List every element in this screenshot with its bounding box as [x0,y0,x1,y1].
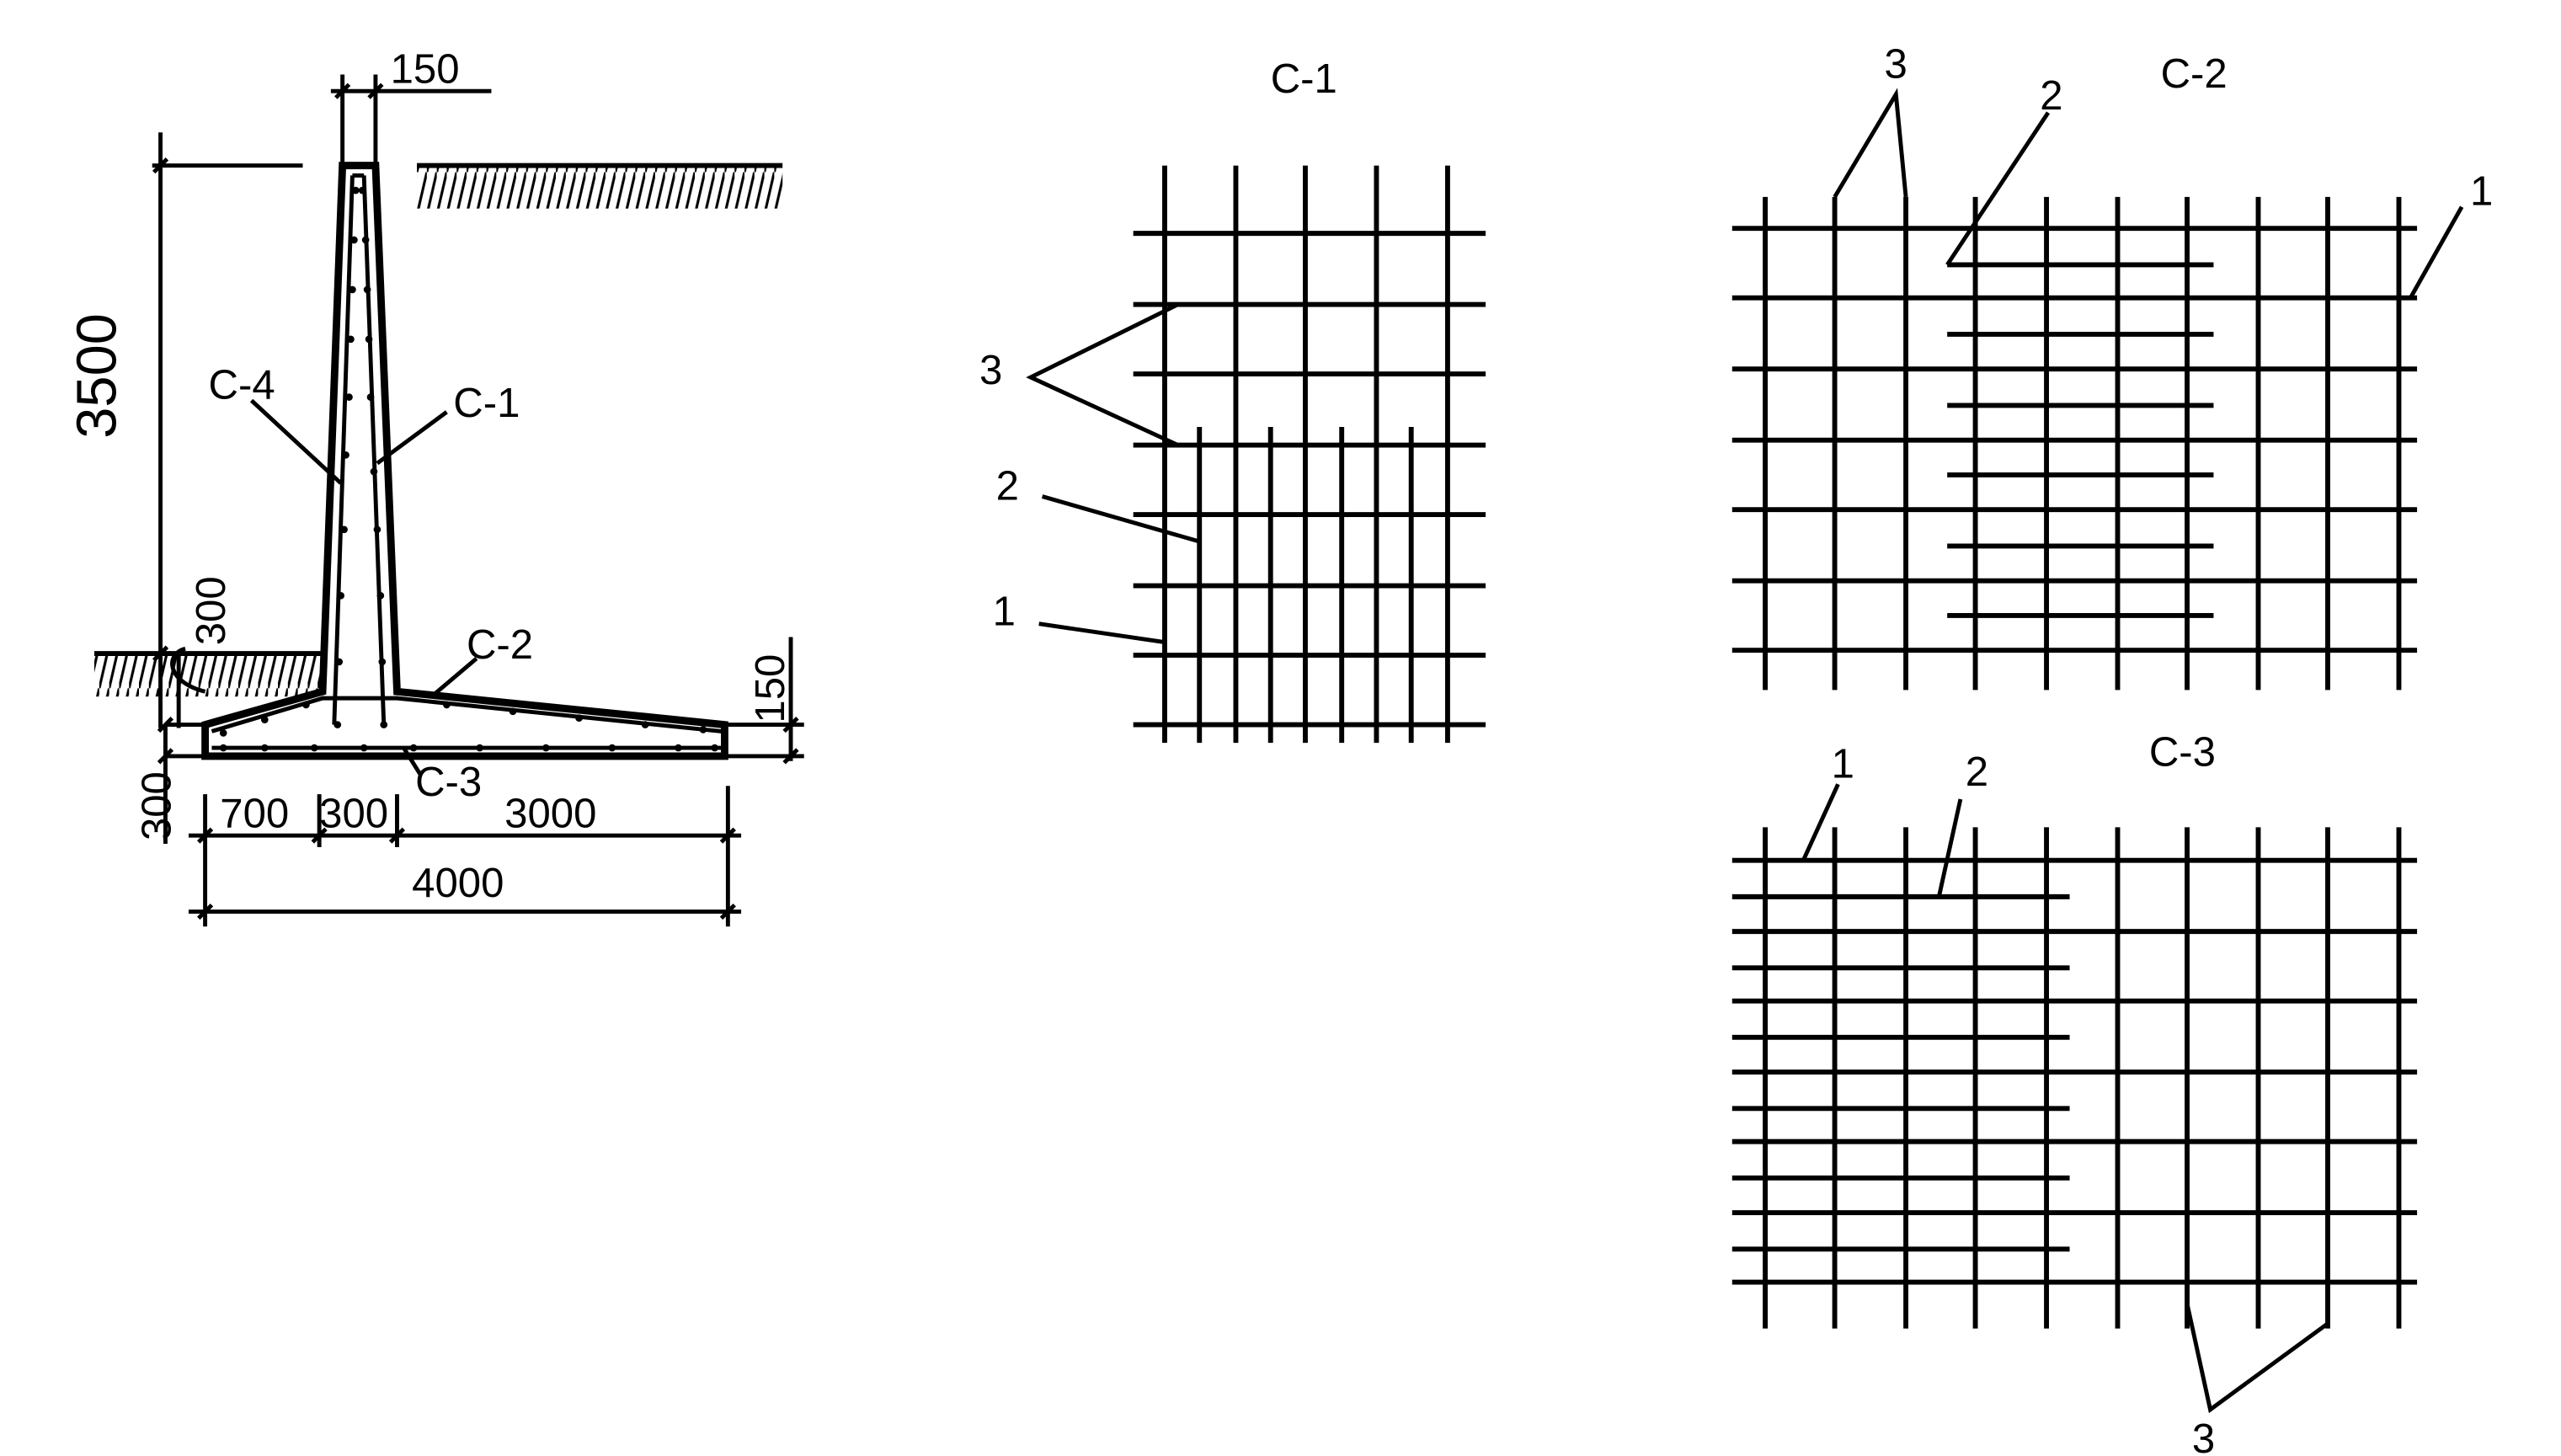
mesh-c2-title: С-2 [2161,51,2228,97]
mesh-c3: С-3 1 2 3 [1731,730,2418,1456]
mesh-c2-callout-1: 1 [2470,169,2493,215]
dim-tick [197,827,214,844]
dim-3000: 3000 [504,791,596,836]
mesh-c3-callout-3: 3 [2192,1416,2215,1456]
leader-c1 [376,410,448,466]
wall-section: 150 3500 300 300 150 [67,46,804,927]
dim-tick [311,827,328,844]
mesh-c1-horizontal-bars [1133,231,1486,728]
mesh-c1-title: С-1 [1271,56,1337,102]
leader-c2 [432,657,478,697]
dim-tick [719,903,736,920]
label-c1: С-1 [453,381,520,426]
dim-tick [719,827,736,844]
mesh-c1-short-bars [1197,426,1414,744]
mesh-c1-callout-1: 1 [993,589,1016,635]
dim-700: 700 [220,791,289,836]
dim-tick [152,645,169,662]
mesh-c3-leaders [1801,783,2329,1414]
dim-300-stem: 300 [319,791,388,836]
upper-ground-hatch [417,165,783,209]
stem-rebar-c4 [332,175,355,725]
dim-tick [197,903,214,920]
label-c2: С-2 [467,622,533,668]
mesh-c2-short-bars [1947,262,2214,618]
mesh-c3-short-bars [1731,893,2070,1252]
label-c3: С-3 [415,760,482,805]
dim-150-edge: 150 [748,654,793,723]
dim-tick [157,716,174,733]
dim-tick [157,748,174,765]
mesh-c1: С-1 3 2 1 [979,56,1486,744]
leader-c3 [402,746,423,776]
mesh-c2-horizontal-bars [1731,226,2418,653]
dim-tick [334,83,351,99]
mesh-c3-title: С-3 [2149,730,2216,776]
mesh-c2-callout-2: 2 [2040,73,2062,119]
dim-tick [782,716,799,733]
dim-tick [367,83,384,99]
rebar-dots [219,186,718,752]
base-rebar-c2 [211,696,722,733]
dim-300-leader [170,646,206,694]
dim-tick [782,748,799,765]
dim-4000: 4000 [412,861,504,906]
mesh-c2-vertical-bars [1763,196,2402,691]
mesh-c3-horizontal-bars [1731,857,2418,1285]
dim-300-slab: 300 [134,771,179,840]
stem-rebar-c1 [361,175,387,725]
mesh-c2: С-2 3 2 1 [1731,41,2493,691]
mesh-c3-vertical-bars [1763,827,2402,1329]
label-c4: С-4 [209,363,275,408]
mesh-c3-callout-2: 2 [1966,749,1988,795]
dim-tick [388,827,406,844]
mesh-c2-callout-3: 3 [1885,41,1907,87]
mesh-c1-leaders [1026,302,1198,644]
mesh-c1-vertical-bars [1162,165,1450,744]
dim-3500: 3500 [67,313,129,439]
dim-300-toe: 300 [189,576,234,645]
lower-ground-hatch [93,653,323,697]
dim-150-top: 150 [391,46,460,92]
mesh-c1-callout-2: 2 [996,463,1019,509]
mesh-c3-callout-1: 1 [1832,741,1854,787]
dim-tick [152,157,169,174]
leader-c4 [249,398,343,485]
mesh-c2-leaders [1833,88,2464,299]
mesh-c1-callout-3: 3 [979,348,1002,393]
